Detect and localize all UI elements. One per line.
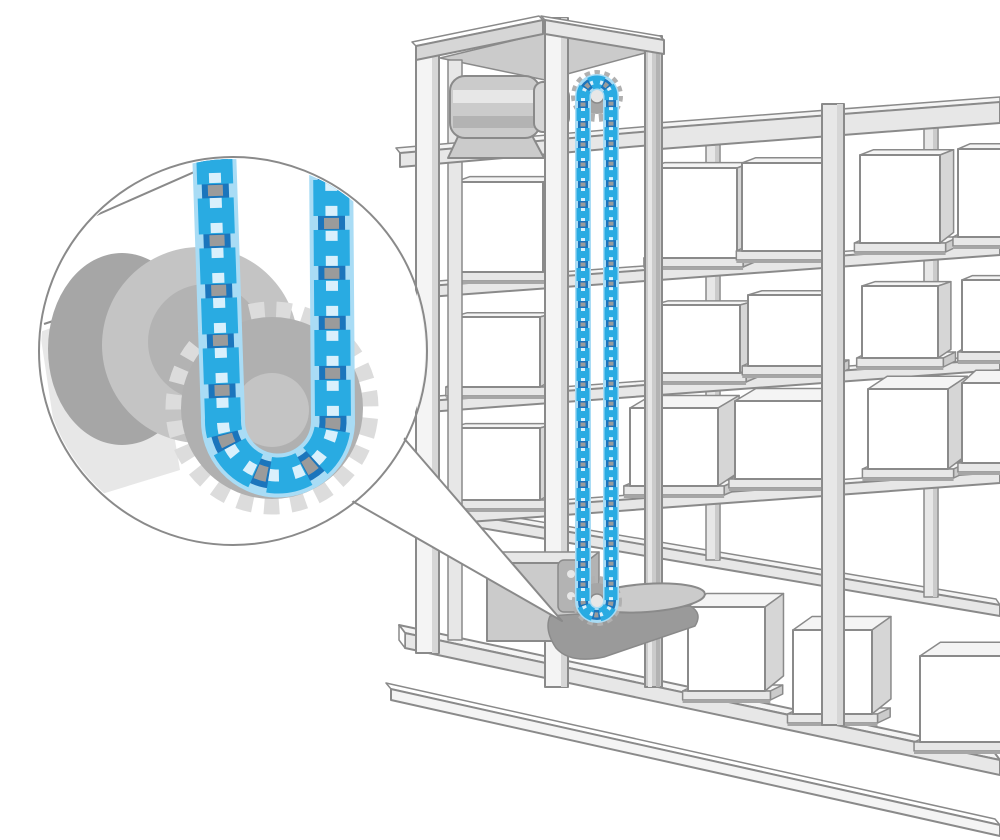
storage-box	[454, 175, 559, 273]
storage-box	[961, 369, 1000, 464]
carriage-under-plate	[548, 606, 698, 659]
storage-box	[859, 148, 955, 244]
storage-box	[919, 641, 1000, 743]
storage-box	[867, 375, 969, 470]
motor-highlight	[453, 90, 537, 103]
storage-box	[861, 280, 952, 359]
motor-shadow	[453, 116, 537, 128]
storage-box	[652, 300, 756, 374]
zoom-sprocket-bore	[235, 373, 309, 447]
bracket-bolt	[567, 570, 575, 578]
tower-top-cap	[412, 16, 664, 60]
lift-chain	[575, 74, 619, 623]
rack-front-post	[822, 104, 844, 725]
storage-box	[957, 142, 1000, 238]
motor-body	[450, 76, 540, 138]
storage-box	[961, 274, 1000, 353]
lens-ring	[39, 157, 427, 545]
storage-box	[449, 422, 557, 501]
zoom-chain	[192, 159, 356, 498]
storage-box	[451, 311, 556, 388]
storage-box	[649, 161, 753, 259]
storage-box	[687, 592, 785, 692]
magnifier-circle	[39, 148, 427, 545]
aisle-rail	[386, 683, 1000, 836]
